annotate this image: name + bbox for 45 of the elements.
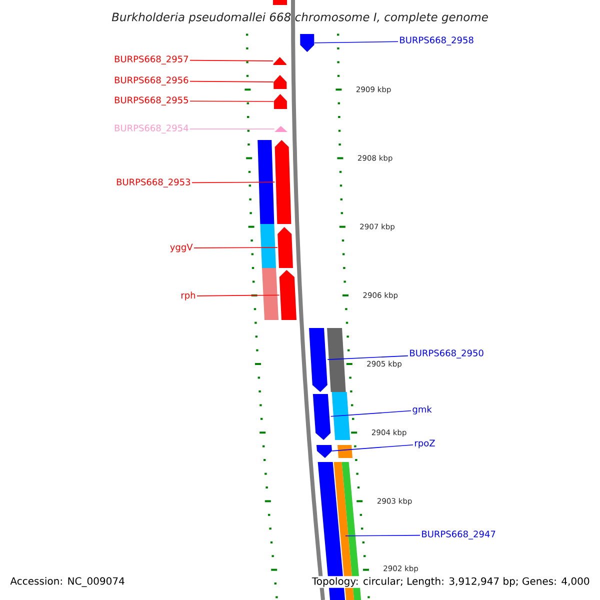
leader-line <box>345 534 420 536</box>
title: Burkholderia pseudomallei 668 chromosome I, complete genome <box>112 12 488 24</box>
leader-line <box>190 80 274 82</box>
accession-text: Accession: NC_009074 <box>9 576 126 588</box>
gene-feature <box>316 445 332 458</box>
gene-feature <box>274 126 288 132</box>
leader-line <box>190 60 274 62</box>
gene-label: BURPS668_2953 <box>116 178 190 188</box>
leader-line <box>330 410 412 417</box>
leader-line <box>190 128 275 130</box>
gene-label: BURPS668_2956 <box>114 76 188 86</box>
leader-line <box>196 294 280 296</box>
leader-line <box>332 444 414 452</box>
gene-label: rph <box>182 292 196 300</box>
feature-bar <box>332 392 350 440</box>
gene-feature <box>274 140 292 224</box>
gene-feature <box>309 328 328 392</box>
leader-line <box>327 355 408 360</box>
feature-bar <box>260 224 276 268</box>
leader-line <box>190 100 274 102</box>
leader-line <box>314 41 398 44</box>
topology-text: Topology: circular; Length: 3,912,947 bp; Genes: 4,000 <box>310 576 591 588</box>
gene-label: BURPS668_2958 <box>400 36 474 46</box>
gene-feature <box>273 57 286 65</box>
feature-bar <box>262 268 278 320</box>
gene-label: BURPS668_2955 <box>114 96 188 106</box>
feature-bar <box>338 445 352 458</box>
gene-feature <box>274 94 287 109</box>
leader-line <box>194 247 278 248</box>
gene-label: BURPS668_2950 <box>410 350 484 358</box>
gene-feature <box>312 394 331 440</box>
gene-feature <box>279 270 296 320</box>
gene-label: BURPS668_2954 <box>114 124 188 134</box>
gene-feature <box>273 0 287 5</box>
gene-label: BURPS668_2947 <box>422 530 496 540</box>
gene-feature <box>278 227 293 268</box>
gene-feature <box>274 75 287 89</box>
gene-label: BURPS668_2957 <box>114 56 188 64</box>
feature-bar <box>258 140 274 224</box>
gene-label: gmk <box>412 406 432 414</box>
leader-line <box>192 182 275 184</box>
gene-label: rpoZ <box>415 440 435 448</box>
feature-bar <box>327 328 346 392</box>
gene-label: yggV <box>170 244 193 252</box>
gene-feature <box>300 34 314 52</box>
